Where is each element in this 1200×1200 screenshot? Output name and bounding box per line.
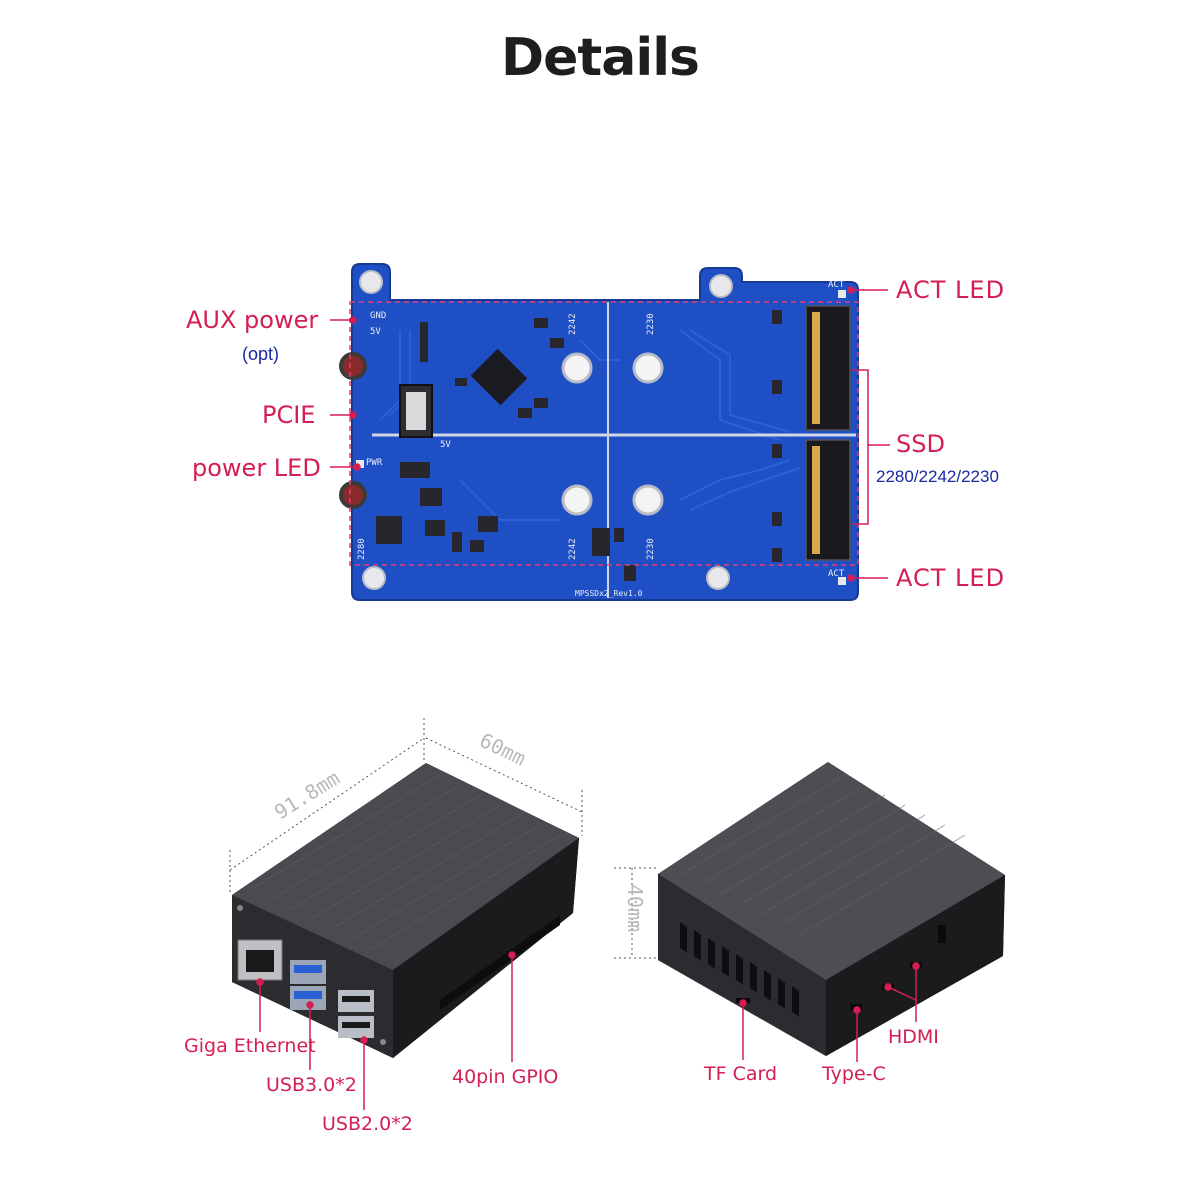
case-front — [232, 763, 579, 1058]
dim-height: 40mm — [623, 884, 647, 932]
silk-2230-top: 2230 — [646, 313, 656, 335]
silk-2242-bottom: 2242 — [568, 538, 578, 560]
silk-2242-top: 2242 — [568, 313, 578, 335]
callout-hdmi: HDMI — [888, 1026, 939, 1048]
callout-power-led: power LED — [192, 454, 321, 482]
callout-tf-card: TF Card — [704, 1063, 778, 1085]
callout-aux-power: AUX power — [186, 306, 319, 334]
callout-ssd: SSD — [896, 430, 945, 458]
pcb-board: GND 5V 5V PWR ACT ACT MPSSDx2_Rev1.0 228… — [339, 263, 859, 601]
callout-type-c: Type-C — [822, 1063, 886, 1085]
callout-ssd-sizes: 2280/2242/2230 — [876, 467, 999, 486]
silk-2230-bottom: 2230 — [646, 538, 656, 560]
dim-depth: 91.8mm — [270, 766, 344, 825]
silk-5v-conn: 5V — [440, 440, 451, 450]
case-back — [658, 762, 1005, 1056]
front-pointers — [256, 951, 516, 1110]
board-pointers — [330, 286, 890, 582]
callout-usb2: USB2.0*2 — [322, 1113, 413, 1135]
silk-gnd: GND — [370, 311, 386, 321]
callout-aux-power-note: (opt) — [242, 344, 280, 364]
silk-act-top: ACT — [828, 280, 845, 290]
callout-ethernet: Giga Ethernet — [184, 1035, 316, 1057]
callout-act-led-top: ACT LED — [896, 276, 1006, 304]
page-title: Details — [501, 28, 700, 88]
callout-usb3: USB3.0*2 — [266, 1074, 357, 1096]
silk-rev: MPSSDx2_Rev1.0 — [575, 589, 643, 598]
back-pointers — [739, 962, 920, 1062]
front-dim-lines — [229, 718, 583, 893]
callout-gpio: 40pin GPIO — [452, 1066, 559, 1088]
dim-width: 60mm — [476, 728, 530, 771]
callout-pcie: PCIE — [262, 401, 316, 429]
back-dim-lines — [614, 867, 656, 959]
callout-act-led-bottom: ACT LED — [896, 564, 1006, 592]
silk-act-bottom: ACT — [828, 569, 845, 579]
silk-pwr: PWR — [366, 458, 383, 468]
silk-2280: 2280 — [357, 538, 367, 560]
silk-5v: 5V — [370, 327, 381, 337]
